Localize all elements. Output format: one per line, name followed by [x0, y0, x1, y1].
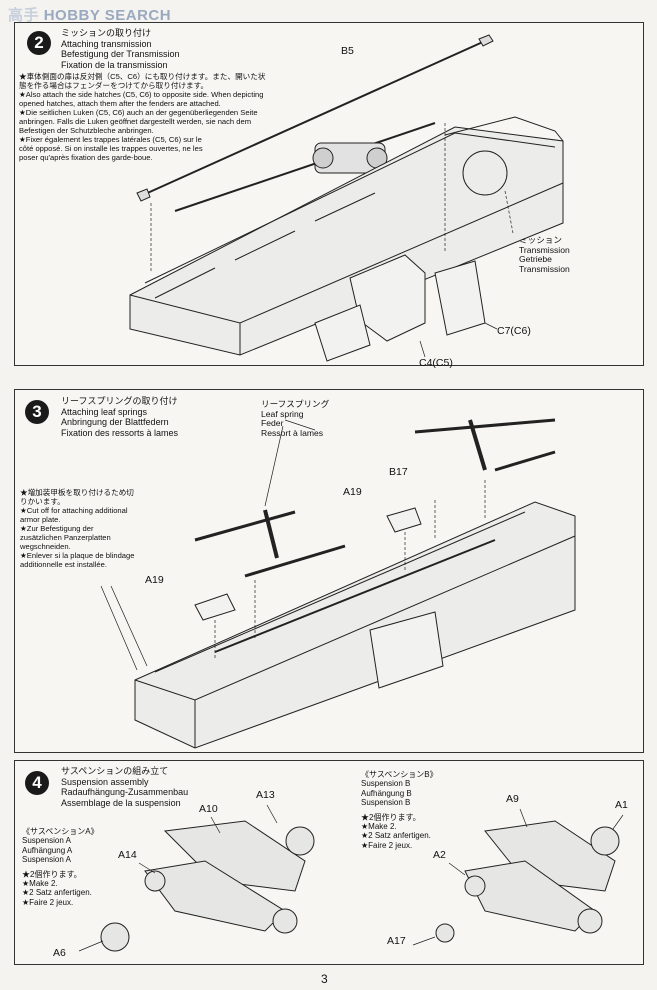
- page-number: 3: [321, 972, 328, 986]
- step-title: サスペンションの組み立て Suspension assembly Radaufh…: [61, 766, 189, 808]
- part-label-a2: A2: [433, 849, 446, 861]
- step-2-panel: 2 ミッションの取り付け Attaching transmission Befe…: [14, 22, 644, 369]
- leaf-spring-label: リーフスプリング Leaf spring Feder Ressort à lam…: [261, 399, 330, 438]
- part-label-a14: A14: [118, 849, 137, 861]
- part-label-a19-lower: A19: [145, 574, 164, 586]
- step-4-panel: 4 サスペンションの組み立て Suspension assembly Radau…: [14, 760, 644, 965]
- step-number: 4: [25, 771, 49, 795]
- transmission-label: ミッション Transmission Getriebe Transmission: [519, 235, 570, 274]
- part-label-a9: A9: [506, 793, 519, 805]
- step-note: ★増加装甲板を取り付けるため切りかいます。 ★Cut off for attac…: [20, 488, 135, 569]
- suspension-a-note: 《サスペンションA》 Suspension A Aufhängung A Sus…: [22, 827, 99, 907]
- part-label-c4c5: C4(C5): [419, 357, 453, 369]
- hull-transmission-drawing: [129, 34, 564, 362]
- step-number: 2: [27, 31, 51, 55]
- watermark: 高手 HOBBY SEARCH: [8, 7, 172, 24]
- part-label-a10: A10: [199, 803, 218, 815]
- part-label-a19-upper: A19: [343, 486, 362, 498]
- step-3-panel: 3 リーフスプリングの取り付け Attaching leaf springs A…: [14, 389, 644, 753]
- part-label-a13: A13: [256, 789, 275, 801]
- step-title: ミッションの取り付け Attaching transmission Befest…: [61, 28, 180, 70]
- part-label-a17: A17: [387, 935, 406, 947]
- part-label-a1: A1: [615, 799, 628, 811]
- suspension-b-note: 《サスペンションB》 Suspension B Aufhängung B Sus…: [361, 770, 438, 850]
- suspension-drawing: [78, 804, 624, 952]
- part-label-c7c6: C7(C6): [497, 325, 531, 337]
- step-number: 3: [25, 400, 49, 424]
- part-label-b5: B5: [341, 45, 354, 57]
- part-label-a6: A6: [53, 947, 66, 959]
- part-label-b17: B17: [389, 466, 408, 478]
- step-note: ★車体側面の扉は反対側（C5、C6）にも取り付けます。また、開いた状態を作る場合…: [19, 72, 266, 162]
- hull-leaf-spring-drawing: [100, 418, 576, 749]
- step-title: リーフスプリングの取り付け Attaching leaf springs Anb…: [61, 396, 179, 438]
